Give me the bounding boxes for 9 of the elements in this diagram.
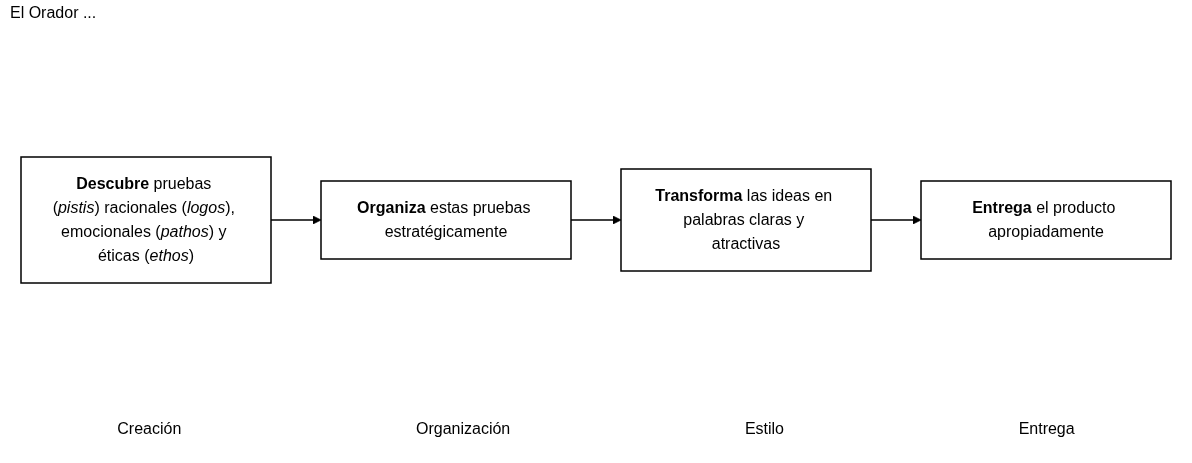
phase-label: Organización [415, 420, 511, 438]
node-box: Descubre pruebas (pistis) racionales (logos), emocionales (pathos) y éticas (ethos) [20, 156, 272, 284]
node-box: Entrega el producto apropiadamente [920, 180, 1172, 260]
phase-label: Creación [117, 420, 182, 438]
node-box: Transforma las ideas en palabras claras y atractivas [620, 168, 872, 272]
node-box: Organiza estas pruebas estratégicamente [320, 180, 572, 260]
diagram-title: El Orador ... [10, 4, 97, 22]
phase-label: Entrega [1018, 420, 1075, 438]
phase-label: Estilo [744, 420, 784, 438]
